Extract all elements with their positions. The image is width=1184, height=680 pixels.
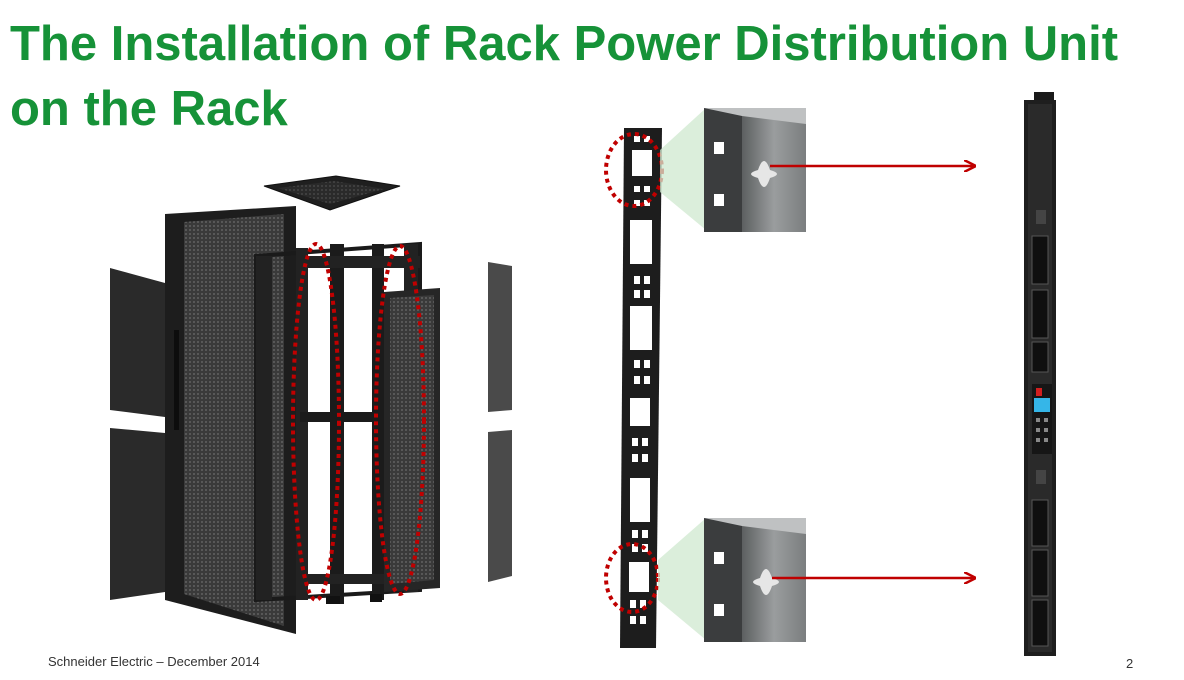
highlight-ellipse-right-rail: [374, 244, 426, 596]
bracket-closeup-top: [704, 108, 806, 232]
zoom-callout-bottom: [658, 518, 706, 640]
rack-side-panel-left-lower: [110, 428, 165, 600]
page-number: 2: [1126, 656, 1134, 671]
zoom-callout-top: [660, 108, 706, 230]
rack-side-panel-left-upper: [110, 268, 165, 417]
highlight-ellipse-left-rail: [291, 242, 341, 602]
footer-text: Schneider Electric – December 2014: [48, 654, 260, 669]
pdu-unit: [1024, 92, 1056, 656]
slide-title: The Installation of Rack Power Distribut…: [10, 17, 1119, 136]
rack-side-panel-right-lower: [488, 430, 512, 582]
rack-illustration: [110, 175, 512, 634]
mounting-rail: [604, 108, 706, 648]
rack-side-panel-right-upper: [488, 262, 512, 412]
bracket-closeup-bottom: [704, 518, 806, 642]
